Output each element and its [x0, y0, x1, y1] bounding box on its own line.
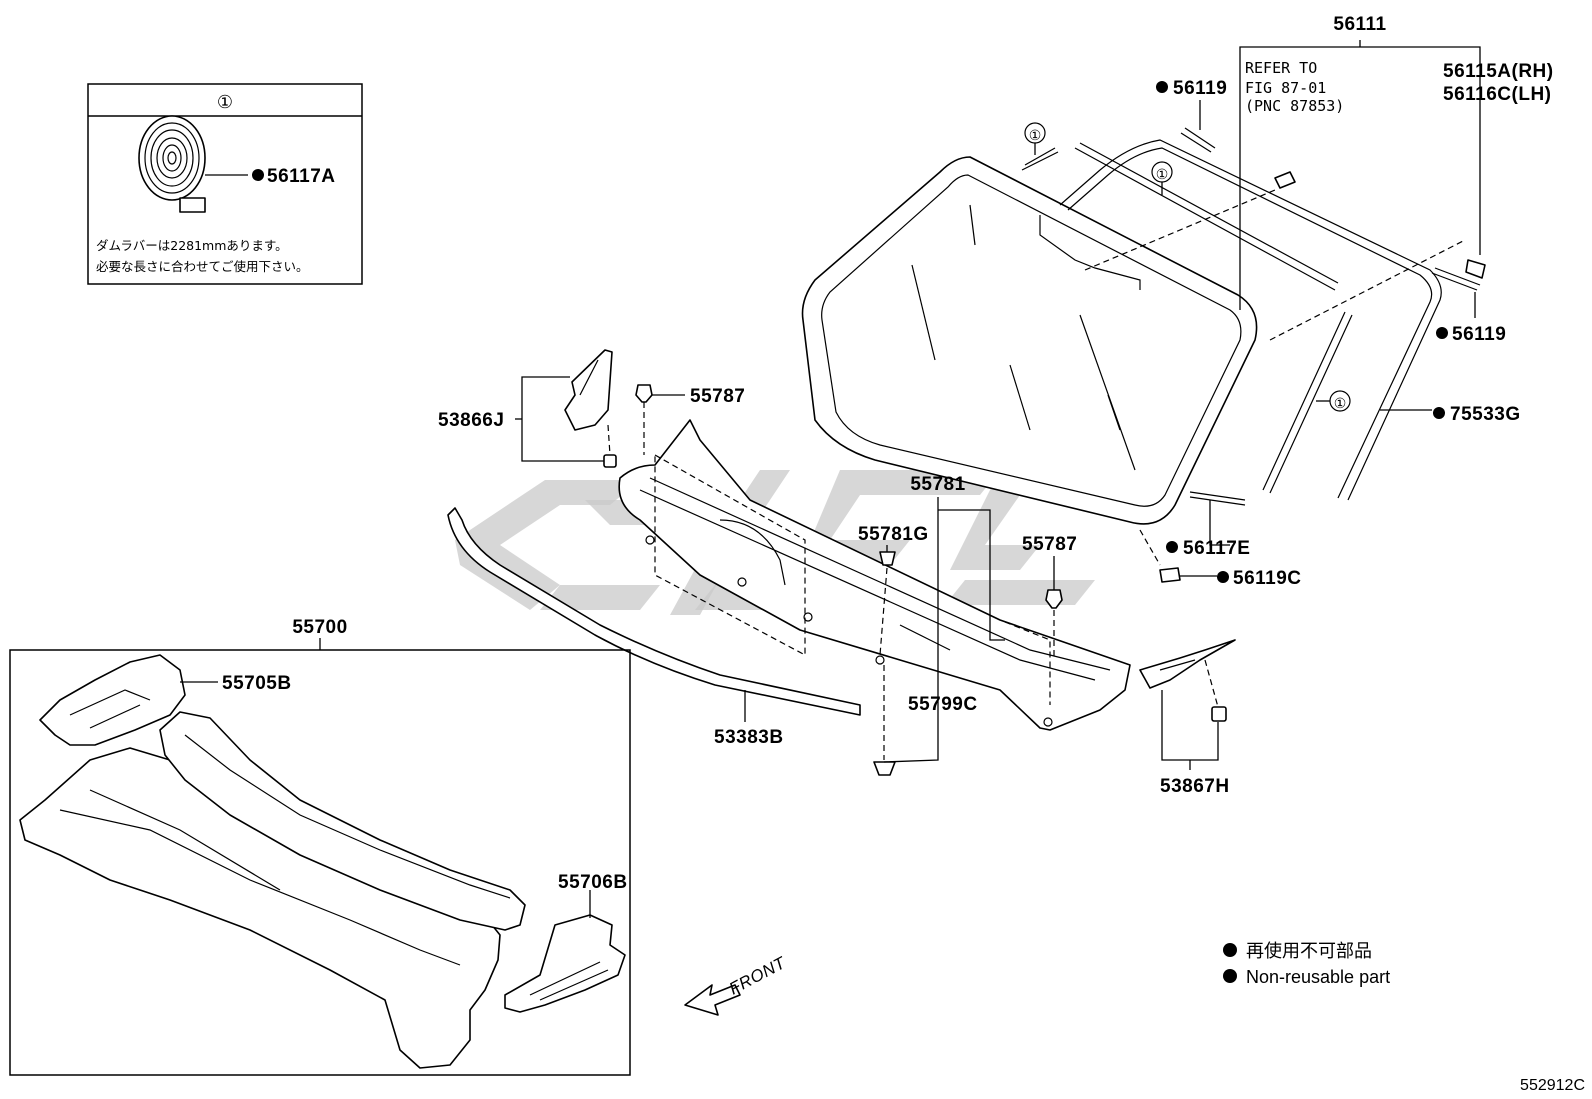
- circle-1-b: ①: [1156, 166, 1169, 182]
- circle-1-a: ①: [1029, 127, 1042, 143]
- legend-jp: 再使用不可部品: [1246, 941, 1372, 961]
- side-cover-53867H: [1139, 639, 1236, 722]
- label-55700: 55700: [292, 617, 347, 638]
- legend-dot-icon-2: [1223, 969, 1237, 983]
- label-56115A: 56115A(RH): [1443, 61, 1554, 82]
- inset-note-line1: ダムラバーは2281mmあります。: [96, 238, 288, 253]
- label-56117A: 56117A: [267, 166, 336, 187]
- legend-dot-icon: [1223, 943, 1237, 957]
- legend-en: Non-reusable part: [1246, 967, 1390, 987]
- windshield-glass: [801, 156, 1258, 525]
- label-56119-right: 56119: [1452, 324, 1506, 345]
- label-55799C: 55799C: [908, 694, 978, 715]
- clips: [635, 384, 1063, 776]
- inset-note-line2: 必要な長さに合わせてご使用下さい。: [96, 259, 309, 274]
- label-55705B: 55705B: [222, 673, 292, 694]
- refer-line2: FIG 87-01: [1245, 79, 1326, 97]
- part-labels: 56111 REFER TO FIG 87-01 (PNC 87853) 561…: [222, 14, 1554, 893]
- label-55781: 55781: [910, 474, 965, 495]
- label-55787-right: 55787: [1022, 534, 1077, 555]
- label-75533G: 75533G: [1450, 404, 1521, 425]
- windshield-mouldings: [1021, 127, 1486, 583]
- legend: 再使用不可部品 Non-reusable part: [1223, 941, 1390, 987]
- panel-box-55700: [9, 638, 631, 1076]
- non-reusable-dots: [1156, 81, 1448, 583]
- cowl-louver: [618, 419, 1131, 731]
- front-arrow-icon: FRONT: [684, 953, 790, 1016]
- diagram-id: 552912C: [1520, 1077, 1585, 1094]
- label-56117E: 56117E: [1183, 538, 1250, 559]
- side-cover-53866J: [564, 349, 617, 468]
- label-55706B: 55706B: [558, 872, 628, 893]
- leader-lines: [180, 40, 1481, 918]
- front-label: FRONT: [726, 953, 790, 999]
- refer-line1: REFER TO: [1245, 59, 1317, 77]
- inset-circle-marker: ①: [217, 92, 233, 112]
- circle-1-markers: ① ① ①: [1024, 122, 1351, 412]
- label-56111: 56111: [1333, 14, 1386, 35]
- label-56119-top: 56119: [1173, 78, 1227, 99]
- non-reusable-dot-icon: [252, 169, 264, 181]
- label-53383B: 53383B: [714, 727, 784, 748]
- label-53866J: 53866J: [438, 410, 504, 431]
- label-55781G: 55781G: [858, 524, 929, 545]
- dam-rubber-coil-icon: [138, 115, 206, 213]
- circle-1-c: ①: [1334, 395, 1347, 411]
- hood-seal-53383B: [447, 507, 861, 716]
- label-53867H: 53867H: [1160, 776, 1230, 797]
- label-56119C: 56119C: [1233, 568, 1302, 589]
- label-56116C: 56116C(LH): [1443, 84, 1552, 105]
- label-55787-left: 55787: [690, 386, 745, 407]
- inset-box: ① 56117A ダムラバーは2281mmあります。 必要な長さに合わせてご使用…: [87, 83, 363, 285]
- refer-line3: (PNC 87853): [1245, 97, 1344, 115]
